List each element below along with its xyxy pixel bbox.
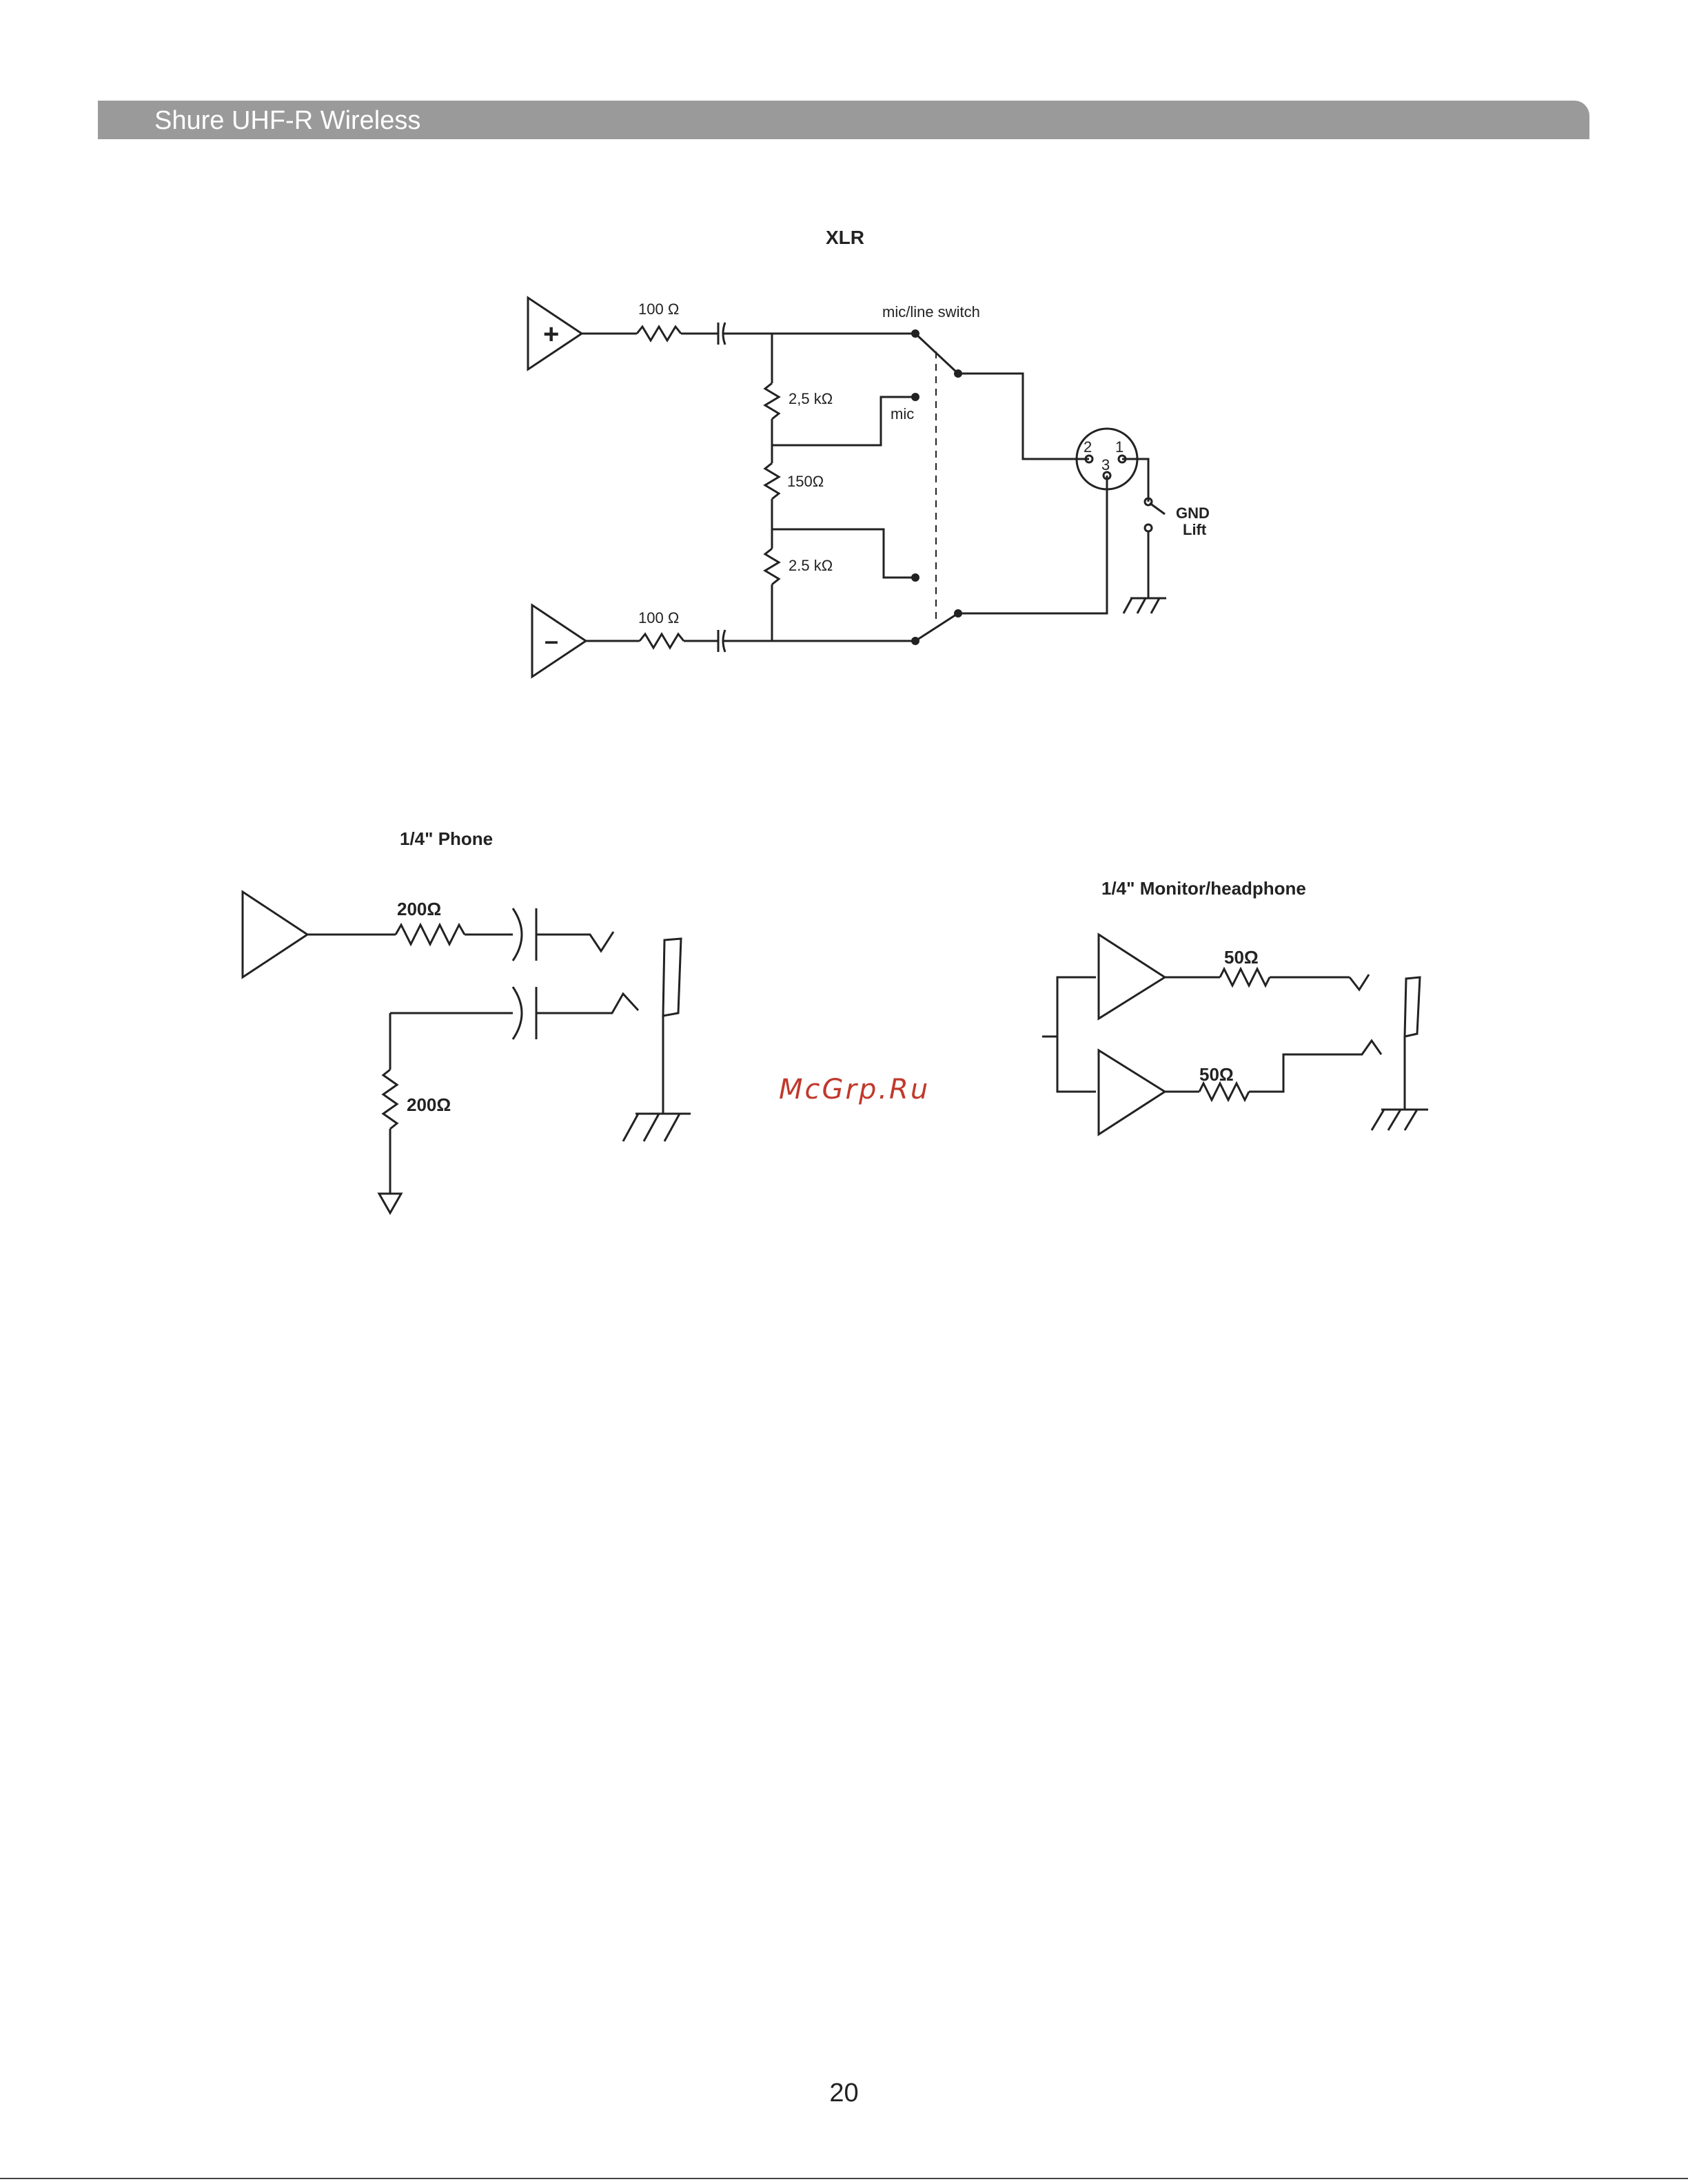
- monitor-resistor-top: [1220, 969, 1270, 986]
- phone-shunt-resistor-label: 200Ω: [407, 1094, 451, 1115]
- xlr-bottom-resistor-label: 100 Ω: [638, 609, 679, 626]
- phone-ground-symbol: [379, 1194, 401, 1213]
- xlr-gnd-label: GND: [1176, 504, 1210, 522]
- xlr-lift-label: Lift: [1183, 521, 1207, 538]
- monitor-amp-top: [1099, 935, 1165, 1019]
- monitor-jack-sleeve: [1405, 977, 1420, 1037]
- footer-rule: [0, 2178, 1688, 2179]
- xlr-plus-sign: +: [543, 319, 559, 349]
- xlr-title: XLR: [826, 227, 864, 248]
- xlr-diagram: [528, 298, 1166, 677]
- phone-title: 1/4" Phone: [400, 828, 493, 849]
- bottom-resistor: [640, 634, 684, 648]
- lower-resistor: [765, 549, 779, 584]
- monitor-bottom-resistor-label: 50Ω: [1199, 1064, 1234, 1085]
- phone-jack-sleeve: [663, 939, 681, 1016]
- phone-diagram: [243, 892, 691, 1213]
- xlr-middle-resistor-label: 150Ω: [787, 473, 824, 490]
- phone-amplifier: [243, 892, 307, 977]
- phone-capacitor-bottom: [513, 987, 522, 1039]
- monitor-amp-bottom: [1099, 1050, 1165, 1134]
- xlr-mic-label: mic: [891, 405, 914, 422]
- phone-shunt-resistor: [383, 1070, 397, 1129]
- xlr-pin-3: 3: [1101, 456, 1110, 473]
- xlr-lower-resistor-label: 2.5 kΩ: [789, 557, 833, 574]
- phone-series-resistor-label: 200Ω: [397, 899, 441, 919]
- monitor-title: 1/4" Monitor/headphone: [1101, 878, 1306, 899]
- xlr-pin-2: 2: [1084, 438, 1092, 456]
- monitor-top-resistor-label: 50Ω: [1224, 947, 1259, 968]
- xlr-upper-resistor-label: 2,5 kΩ: [789, 390, 833, 407]
- page-number: 20: [0, 2079, 1688, 2108]
- phone-capacitor-top: [513, 908, 522, 961]
- minus-amplifier: [532, 605, 586, 677]
- monitor-resistor-bottom: [1199, 1083, 1249, 1100]
- xlr-pin-1: 1: [1115, 438, 1123, 456]
- xlr-top-resistor-label: 100 Ω: [638, 300, 679, 318]
- xlr-minus-sign: –: [545, 626, 558, 655]
- phone-series-resistor: [396, 925, 465, 944]
- middle-resistor: [765, 463, 779, 499]
- upper-resistor: [765, 383, 779, 419]
- switch-contact: [911, 329, 919, 338]
- watermark: McGrp.Ru: [779, 1074, 930, 1105]
- top-resistor: [637, 327, 681, 340]
- xlr-switch-label: mic/line switch: [882, 303, 980, 320]
